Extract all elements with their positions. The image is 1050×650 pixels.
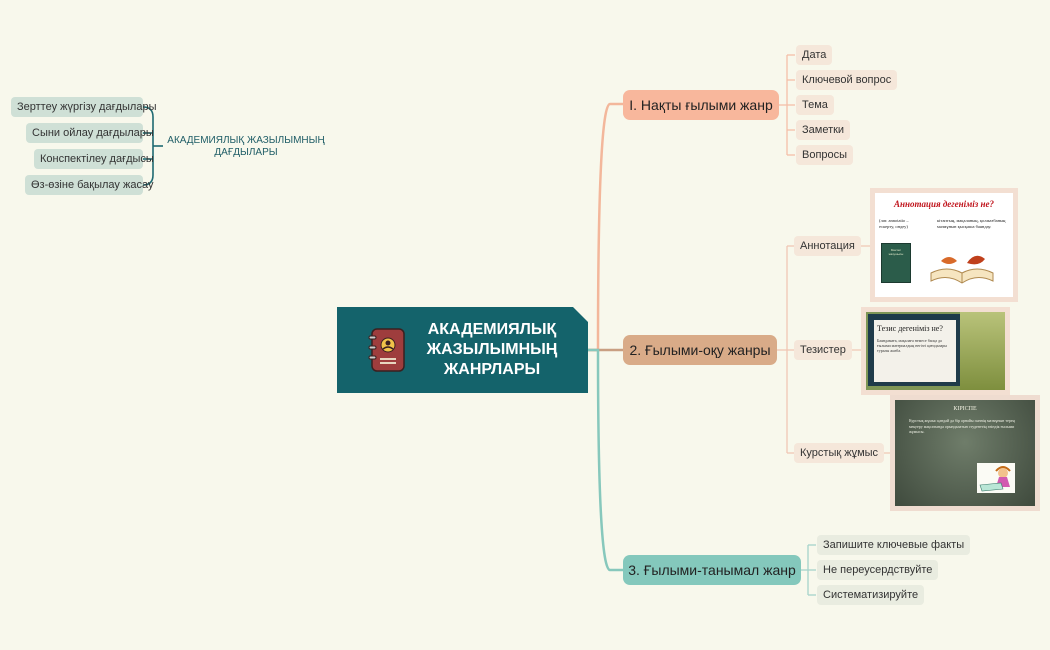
branch3-leaf[interactable]: Систематизируйте — [817, 585, 925, 605]
theses-slide-paper: Тезис дегеніміз не? Баяндамаға, мақалаға… — [874, 320, 956, 382]
annotation-slide-image[interactable]: Аннотация дегеніміз не? (лат. annotatio … — [875, 193, 1013, 297]
branch3-leaf[interactable]: Запишите ключевые факты — [817, 535, 971, 555]
address-book-icon — [368, 328, 405, 372]
skills-topic[interactable]: АКАДЕМИЯЛЫҚ ЖАЗЫЛЫМНЫҢ ДАҒДЫЛАРЫ — [167, 135, 325, 158]
branch-scientific-genre[interactable]: І. Нақты ғылыми жанр — [623, 90, 779, 120]
branch2-leaf-theses[interactable]: Тезистер — [794, 340, 852, 360]
theses-slide-text: Баяндамаға, мақалаға немесе басқа да ғыл… — [877, 338, 947, 353]
skill-item[interactable]: Сыни ойлау дағдылары — [26, 123, 154, 143]
skill-item[interactable]: Конспектілеу дағдысы — [34, 149, 154, 169]
annotation-slide-right-text: кітаптың, мақаланың, қолжазбаның мазмұны… — [937, 218, 1006, 229]
coursework-slide-text: Курстық жұмыс қандай да бір арнайы пәнні… — [909, 418, 1015, 434]
branch-educational-genre[interactable]: 2. Ғылыми-оқу жанры — [623, 335, 777, 365]
book-cover-icon: Мектеп жазушысы — [881, 243, 911, 283]
wheat-field-photo — [960, 312, 1005, 390]
central-topic-title: АКАДЕМИЯЛЫҚ ЖАЗЫЛЫМНЫҢ ЖАНРЛАРЫ — [426, 321, 558, 378]
branch1-leaf[interactable]: Вопросы — [796, 145, 854, 165]
branch-popular-genre[interactable]: 3. Ғылыми-танымал жанр — [623, 555, 801, 585]
annotation-slide-left-text: (лат. annotatio – ескерту, ондеу) — [879, 218, 909, 229]
branch1-leaf[interactable]: Тема — [796, 95, 834, 115]
coursework-slide-title: КІРІСПЕ — [953, 406, 977, 412]
branch1-leaf[interactable]: Ключевой вопрос — [796, 70, 898, 90]
skill-item[interactable]: Өз-өзіне бақылау жасау — [25, 175, 153, 195]
coursework-slide-image[interactable]: КІРІСПЕ Курстық жұмыс қандай да бір арна… — [895, 400, 1035, 506]
student-writing-icon — [977, 463, 1015, 493]
branch2-leaf-annotation[interactable]: Аннотация — [794, 236, 861, 256]
theses-slide-title: Тезис дегеніміз не? — [877, 324, 943, 333]
annotation-slide-title: Аннотация дегеніміз не? — [893, 199, 995, 209]
branch1-leaf[interactable]: Дата — [796, 45, 833, 65]
skill-item[interactable]: Зерттеу жүргізу дағдылары — [11, 97, 156, 117]
branch3-leaf[interactable]: Не переусердствуйте — [817, 560, 939, 580]
open-book-icon — [930, 255, 994, 284]
central-topic[interactable]: АКАДЕМИЯЛЫҚ ЖАЗЫЛЫМНЫҢ ЖАНРЛАРЫ — [337, 307, 588, 393]
theses-slide-image[interactable]: Тезис дегеніміз не? Баяндамаға, мақалаға… — [866, 312, 1005, 390]
book-cover-caption: Мектеп жазушысы — [888, 248, 904, 256]
branch2-leaf-coursework[interactable]: Курстық жұмыс — [794, 443, 885, 463]
branch1-leaf[interactable]: Заметки — [796, 120, 851, 140]
